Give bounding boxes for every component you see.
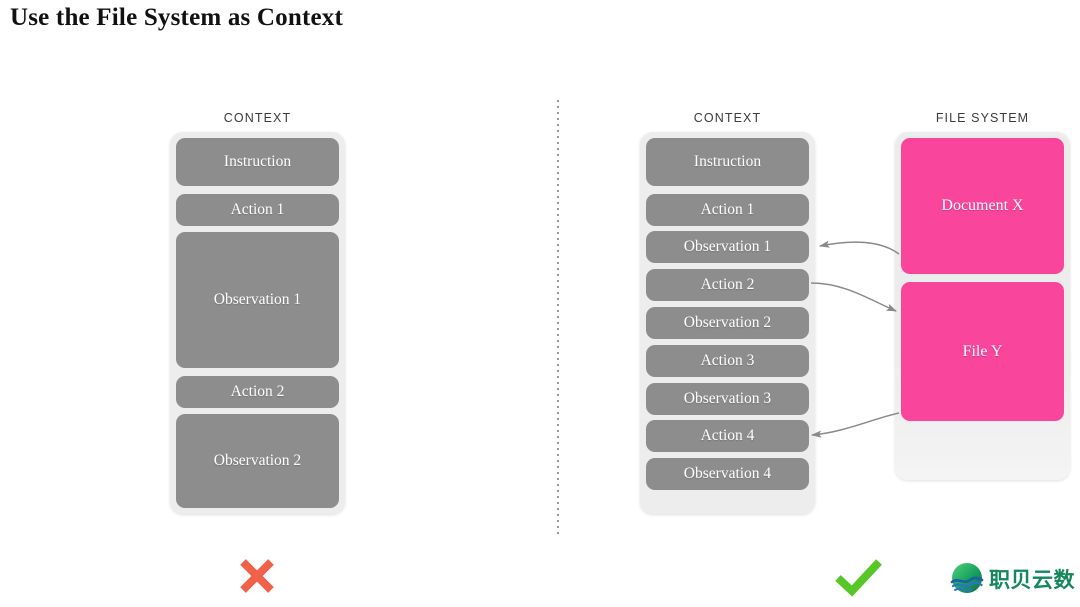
block-label: Action 2 — [700, 276, 755, 293]
right-block-action-1[interactable]: Action 1 — [646, 194, 809, 226]
block-label: Instruction — [223, 153, 292, 170]
brand-logo: 职贝云数 — [949, 560, 1075, 601]
block-label: Observation 1 — [213, 291, 302, 308]
block-label: Action 4 — [700, 427, 755, 444]
connector-documentx-to-observation1 — [818, 240, 900, 255]
left-block-action-2[interactable]: Action 2 — [176, 376, 339, 408]
block-label: Action 1 — [700, 201, 755, 218]
left-block-observation-2[interactable]: Observation 2 — [176, 414, 339, 508]
block-label: Observation 4 — [683, 465, 772, 482]
connector-action2-to-filey — [810, 282, 897, 312]
wave-globe-logo-icon — [949, 560, 985, 601]
block-label: Action 2 — [230, 383, 285, 400]
right-block-instruction[interactable]: Instruction — [646, 138, 809, 186]
block-label: Observation 2 — [213, 452, 302, 469]
right-context-heading: CONTEXT — [693, 111, 762, 125]
block-label: Document X — [941, 197, 1024, 214]
block-label: Action 1 — [230, 201, 285, 218]
right-block-action-2[interactable]: Action 2 — [646, 269, 809, 301]
block-label: File Y — [962, 342, 1003, 360]
right-block-action-4[interactable]: Action 4 — [646, 420, 809, 452]
block-label: Observation 3 — [683, 390, 772, 407]
brand-name: 职贝云数 — [989, 568, 1075, 592]
cross-icon — [236, 555, 278, 597]
connector-filey-to-action4 — [810, 412, 900, 438]
block-label: Observation 2 — [683, 314, 772, 331]
right-block-action-3[interactable]: Action 3 — [646, 345, 809, 377]
left-block-instruction[interactable]: Instruction — [176, 138, 339, 186]
right-block-observation-1[interactable]: Observation 1 — [646, 231, 809, 263]
left-context-heading: CONTEXT — [223, 111, 292, 125]
filesystem-block-document-x[interactable]: Document X — [901, 138, 1064, 274]
left-block-observation-1[interactable]: Observation 1 — [176, 232, 339, 368]
block-label: Observation 1 — [683, 238, 772, 255]
right-block-observation-2[interactable]: Observation 2 — [646, 307, 809, 339]
right-block-observation-4[interactable]: Observation 4 — [646, 458, 809, 490]
right-block-observation-3[interactable]: Observation 3 — [646, 383, 809, 415]
filesystem-heading: FILE SYSTEM — [935, 111, 1030, 125]
page-title: Use the File System as Context — [10, 4, 344, 31]
vertical-divider — [557, 100, 559, 537]
block-label: Action 3 — [700, 352, 755, 369]
check-icon — [833, 555, 885, 597]
block-label: Instruction — [693, 153, 762, 170]
left-block-action-1[interactable]: Action 1 — [176, 194, 339, 226]
filesystem-block-file-y[interactable]: File Y — [901, 282, 1064, 421]
